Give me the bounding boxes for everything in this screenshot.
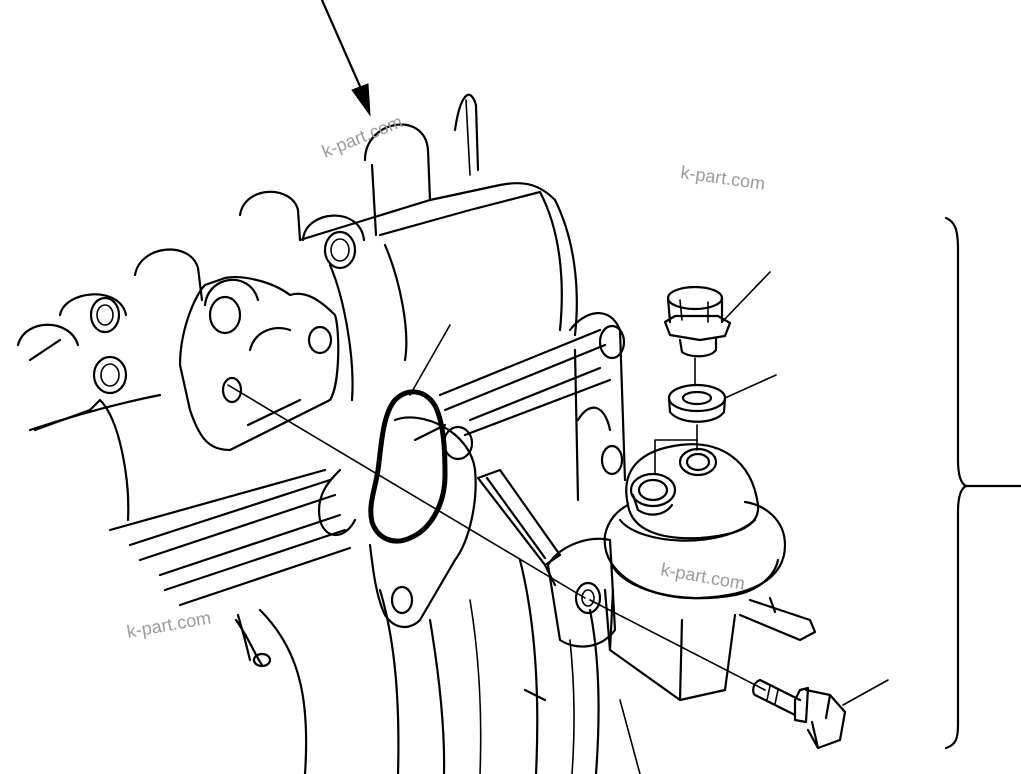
plug-fitting (663, 285, 732, 386)
assembly-centerlines (227, 384, 766, 691)
watermark-1: k-part.com (319, 111, 405, 161)
engine-block (16, 93, 641, 774)
watermark-4: k-part.com (125, 607, 212, 641)
view-direction-arrow (320, 0, 371, 117)
watermark-3: k-part.com (659, 559, 746, 593)
bolt (752, 678, 847, 750)
assembly-bracket (944, 216, 1021, 750)
leader-lines (409, 271, 889, 706)
gasket (368, 389, 448, 544)
watermark-2: k-part.com (679, 162, 766, 194)
mounting-flange (178, 276, 340, 452)
pump-mounting-pad (317, 416, 477, 628)
fuel-pump (476, 443, 817, 702)
